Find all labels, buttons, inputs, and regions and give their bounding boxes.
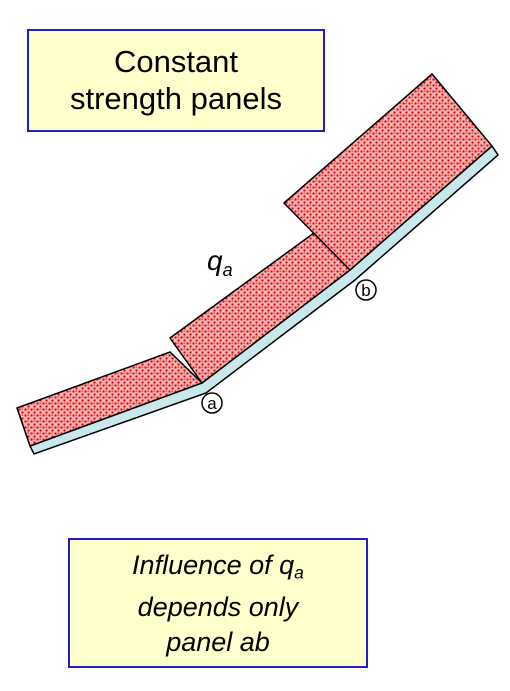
q-label-main: q [207, 245, 223, 276]
node-a-circle [201, 392, 223, 414]
q-label: qa [207, 245, 233, 280]
title-box: Constant strength panels [27, 29, 325, 132]
note-line-1: Influence of qa [70, 548, 366, 590]
title-line-2: strength panels [70, 81, 282, 116]
q-label-sub: a [223, 260, 233, 280]
note-box: Influence of qa depends only panel ab [68, 538, 368, 668]
node-a-label: a [207, 394, 217, 413]
note-line-1-main: Influence of q [132, 550, 295, 580]
note-line-2: depends only [137, 592, 299, 623]
panel-right [282, 72, 494, 272]
node-b-circle [355, 279, 377, 301]
title-line-1: Constant [113, 44, 239, 79]
node-b-label: b [361, 281, 370, 300]
note-line-3: panel ab [166, 627, 270, 658]
panel-ab [168, 228, 352, 385]
note-line-1-sub: a [294, 562, 304, 583]
